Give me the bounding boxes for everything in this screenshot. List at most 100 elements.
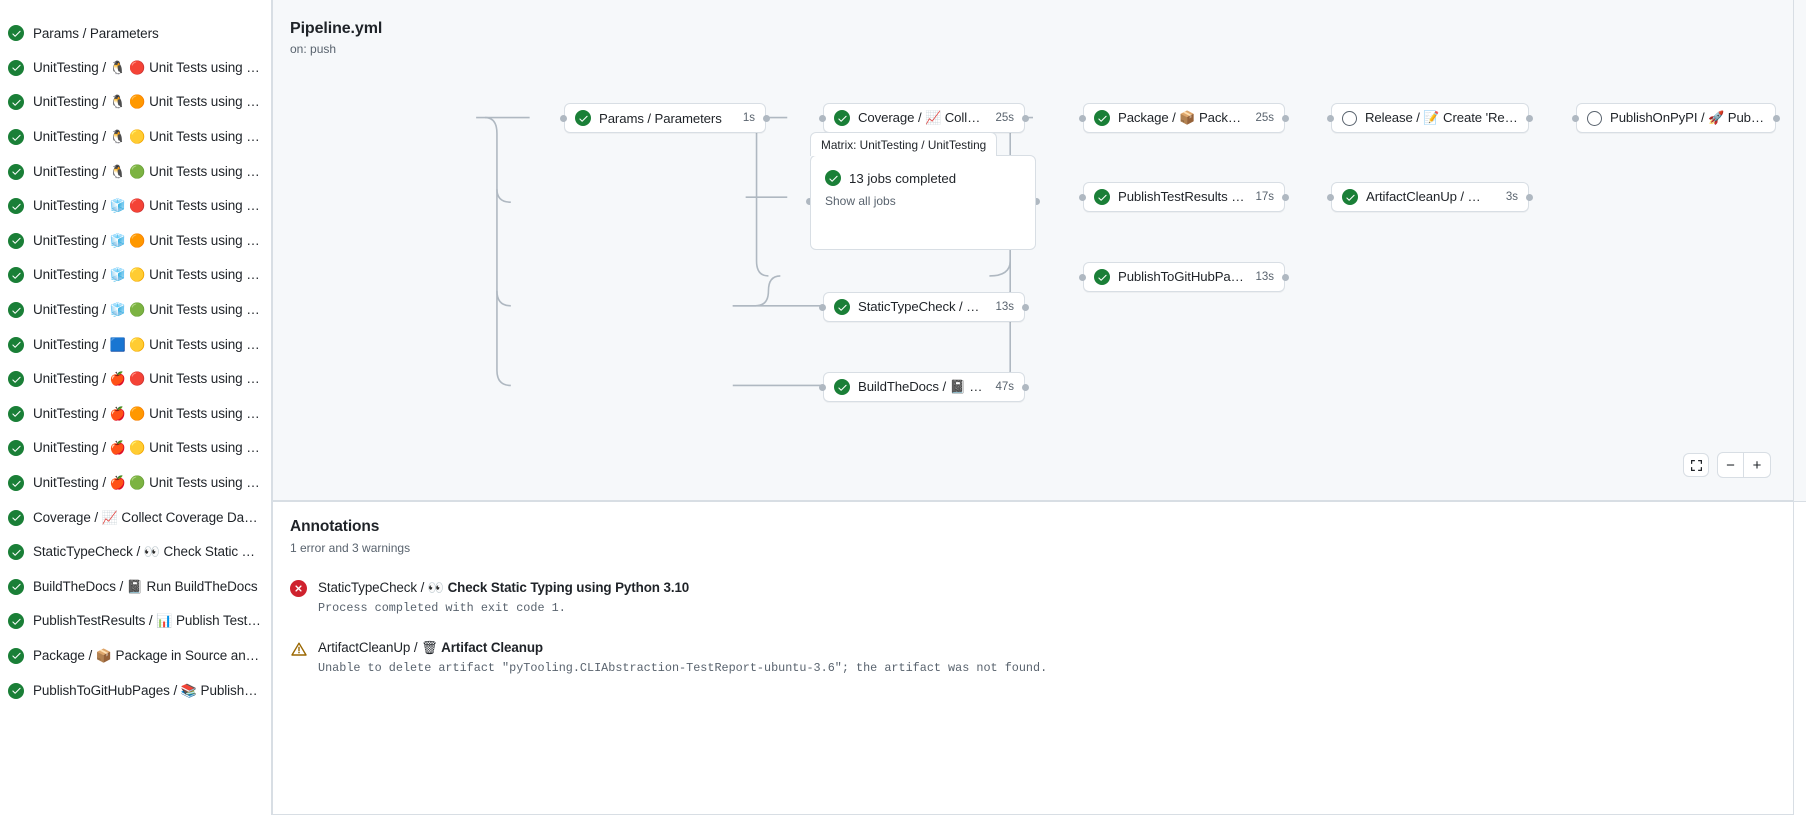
sidebar-job-item[interactable]: UnitTesting / 🟦 🟡 Unit Tests using Pyth.… [0, 327, 271, 362]
success-check-icon [834, 379, 850, 395]
graph-zoom-controls[interactable]: − + [1683, 452, 1771, 478]
zoom-out-button[interactable]: − [1718, 453, 1744, 477]
graph-node-builddocs[interactable]: BuildTheDocs / 📓 Run Buil...47s [823, 372, 1025, 402]
sidebar-job-label: UnitTesting / 🍎 🟠 Unit Tests using Pyth.… [33, 405, 261, 421]
success-check-icon [8, 336, 24, 353]
fit-screen-icon[interactable] [1683, 453, 1709, 477]
workflow-graph-canvas[interactable]: Pipeline.yml on: push [272, 0, 1794, 501]
node-connector-dot-right [1282, 193, 1289, 201]
sidebar-job-item[interactable]: UnitTesting / 🍎 🟢 Unit Tests using Pyth.… [0, 466, 271, 501]
annotation-emoji-icon: 🗑 [421, 640, 438, 655]
zoom-button-group[interactable]: − + [1717, 452, 1771, 478]
annotation-severity-icon [290, 580, 307, 615]
graph-node-release[interactable]: Release / 📝 Create 'Release P... [1331, 103, 1529, 133]
sidebar-job-item[interactable]: Coverage / 📈 Collect Coverage Data usi..… [0, 500, 271, 535]
node-emoji-icon: 📈 [925, 110, 942, 125]
annotation-body: StaticTypeCheck / 👀 Check Static Typing … [318, 579, 689, 615]
annotations-panel: Annotations 1 error and 3 warnings Stati… [272, 502, 1794, 815]
sidebar-job-label: Params / Parameters [33, 25, 159, 41]
graph-node-duration: 25s [995, 112, 1014, 124]
graph-node-pypi[interactable]: PublishOnPyPI / 🚀 Publish to ... [1576, 103, 1776, 133]
zoom-in-button[interactable]: + [1752, 456, 1762, 474]
success-check-icon [8, 509, 24, 526]
graph-node-label: PublishToGitHubPages / 📚 ... [1118, 269, 1246, 284]
sidebar-job-item[interactable]: UnitTesting / 🧊 🔴 Unit Tests using Pyth.… [0, 189, 271, 224]
success-check-icon [8, 682, 24, 699]
success-check-icon [834, 110, 850, 126]
sidebar-job-item[interactable]: UnitTesting / 🐧 🔴 Unit Tests using Pyth.… [0, 51, 271, 86]
workflow-graph-card: Pipeline.yml on: push [272, 0, 1806, 502]
sidebar-job-item[interactable]: BuildTheDocs / 📓 Run BuildTheDocs [0, 570, 271, 605]
sidebar-job-item[interactable]: UnitTesting / 🧊 🟠 Unit Tests using Pyth.… [0, 224, 271, 259]
sidebar-job-item[interactable]: UnitTesting / 🐧 🟢 Unit Tests using Pyth.… [0, 154, 271, 189]
graph-node-artifact[interactable]: ArtifactCleanUp / 🗑 Artifac...3s [1331, 182, 1529, 212]
success-check-icon [8, 405, 24, 422]
sidebar-job-item[interactable]: Package / 📦 Package in Source and Wh... [0, 639, 271, 674]
annotation-item[interactable]: StaticTypeCheck / 👀 Check Static Typing … [290, 579, 1777, 615]
os-emoji-icon: 📓 [126, 578, 143, 594]
os-emoji-icon: 🧊 [109, 267, 126, 283]
sidebar-job-item[interactable]: UnitTesting / 🍎 🟠 Unit Tests using Pyth.… [0, 397, 271, 432]
node-connector-dot-right [1282, 273, 1289, 281]
sidebar-job-label: UnitTesting / 🐧 🟡 Unit Tests using Pyth.… [33, 129, 261, 145]
matrix-connector-dot-right [1033, 198, 1040, 205]
success-check-icon [8, 647, 24, 664]
annotation-header: ArtifactCleanUp / 🗑 Artifact Cleanup [318, 640, 543, 655]
matrix-summary-row[interactable]: 13 jobs completed [825, 170, 1035, 186]
os-emoji-icon: 📚 [180, 682, 197, 698]
node-connector-dot-right [1526, 114, 1533, 122]
os-emoji-icon: 🧊 [109, 232, 126, 248]
node-connector-dot-left [819, 303, 826, 311]
node-connector-dot-left [1572, 114, 1579, 122]
node-connector-dot-left [1327, 114, 1334, 122]
sidebar-job-item[interactable]: UnitTesting / 🧊 🟢 Unit Tests using Pyth.… [0, 293, 271, 328]
sidebar-job-item[interactable]: UnitTesting / 🍎 🔴 Unit Tests using Pyth.… [0, 362, 271, 397]
node-emoji-icon: 📓 [949, 379, 966, 394]
python-version-emoji-icon: 🔴 [129, 371, 146, 387]
sidebar-job-item[interactable]: UnitTesting / 🧊 🟡 Unit Tests using Pyth.… [0, 258, 271, 293]
sidebar-job-item[interactable]: StaticTypeCheck / 👀 Check Static Typing.… [0, 535, 271, 570]
sidebar-job-item[interactable]: UnitTesting / 🐧 🟡 Unit Tests using Pyth.… [0, 120, 271, 155]
python-version-emoji-icon: 🟢 [129, 163, 146, 179]
graph-node-package[interactable]: Package / 📦 Package in So...25s [1083, 103, 1285, 133]
os-emoji-icon: 🍎 [109, 440, 126, 456]
graph-node-testresults[interactable]: PublishTestResults / 📊 Pu...17s [1083, 182, 1285, 212]
sidebar-job-label: UnitTesting / 🐧 🟢 Unit Tests using Pyth.… [33, 163, 261, 179]
matrix-group-unittesting[interactable]: Matrix: UnitTesting / UnitTesting 13 job… [810, 132, 1036, 250]
python-version-emoji-icon: 🟢 [129, 475, 146, 491]
graph-node-statictype[interactable]: StaticTypeCheck / 👀 Chec...13s [823, 292, 1025, 322]
pending-circle-icon [1587, 110, 1602, 126]
sidebar-job-item[interactable]: Params / Parameters [0, 16, 271, 51]
success-check-icon [8, 94, 24, 111]
os-emoji-icon: 🟦 [109, 336, 126, 352]
success-check-icon [8, 129, 24, 146]
node-connector-dot-left [819, 383, 826, 391]
sidebar-job-label: PublishTestResults / 📊 Publish Test Resu… [33, 613, 261, 629]
sidebar-job-item[interactable]: PublishToGitHubPages / 📚 Publish to G... [0, 673, 271, 708]
matrix-group-tab: Matrix: UnitTesting / UnitTesting [810, 132, 998, 156]
os-emoji-icon: 🐧 [109, 94, 126, 110]
success-check-icon [575, 110, 591, 126]
workflow-title: Pipeline.yml [290, 20, 383, 37]
node-connector-dot-left [1327, 193, 1334, 201]
graph-edges [476, 116, 1280, 387]
success-check-icon [8, 302, 24, 319]
sidebar-job-item[interactable]: UnitTesting / 🐧 🟠 Unit Tests using Pyth.… [0, 85, 271, 120]
matrix-show-all-jobs-link[interactable]: Show all jobs [825, 194, 896, 208]
sidebar-job-label: Coverage / 📈 Collect Coverage Data usi..… [33, 509, 261, 525]
sidebar-job-item[interactable]: PublishTestResults / 📊 Publish Test Resu… [0, 604, 271, 639]
os-emoji-icon: 🐧 [109, 129, 126, 145]
node-emoji-icon: 👀 [966, 299, 983, 314]
sidebar-job-label: UnitTesting / 🍎 🟢 Unit Tests using Pyth.… [33, 475, 261, 491]
node-connector-dot-right [763, 114, 770, 122]
graph-node-ghpages[interactable]: PublishToGitHubPages / 📚 ...13s [1083, 262, 1285, 292]
node-emoji-icon: 📝 [1423, 110, 1440, 125]
node-connector-dot-left [819, 114, 826, 122]
sidebar-job-item[interactable]: UnitTesting / 🍎 🟡 Unit Tests using Pyth.… [0, 431, 271, 466]
graph-node-coverage[interactable]: Coverage / 📈 Collect Cove...25s [823, 103, 1025, 133]
node-emoji-icon: 🚀 [1708, 110, 1725, 125]
